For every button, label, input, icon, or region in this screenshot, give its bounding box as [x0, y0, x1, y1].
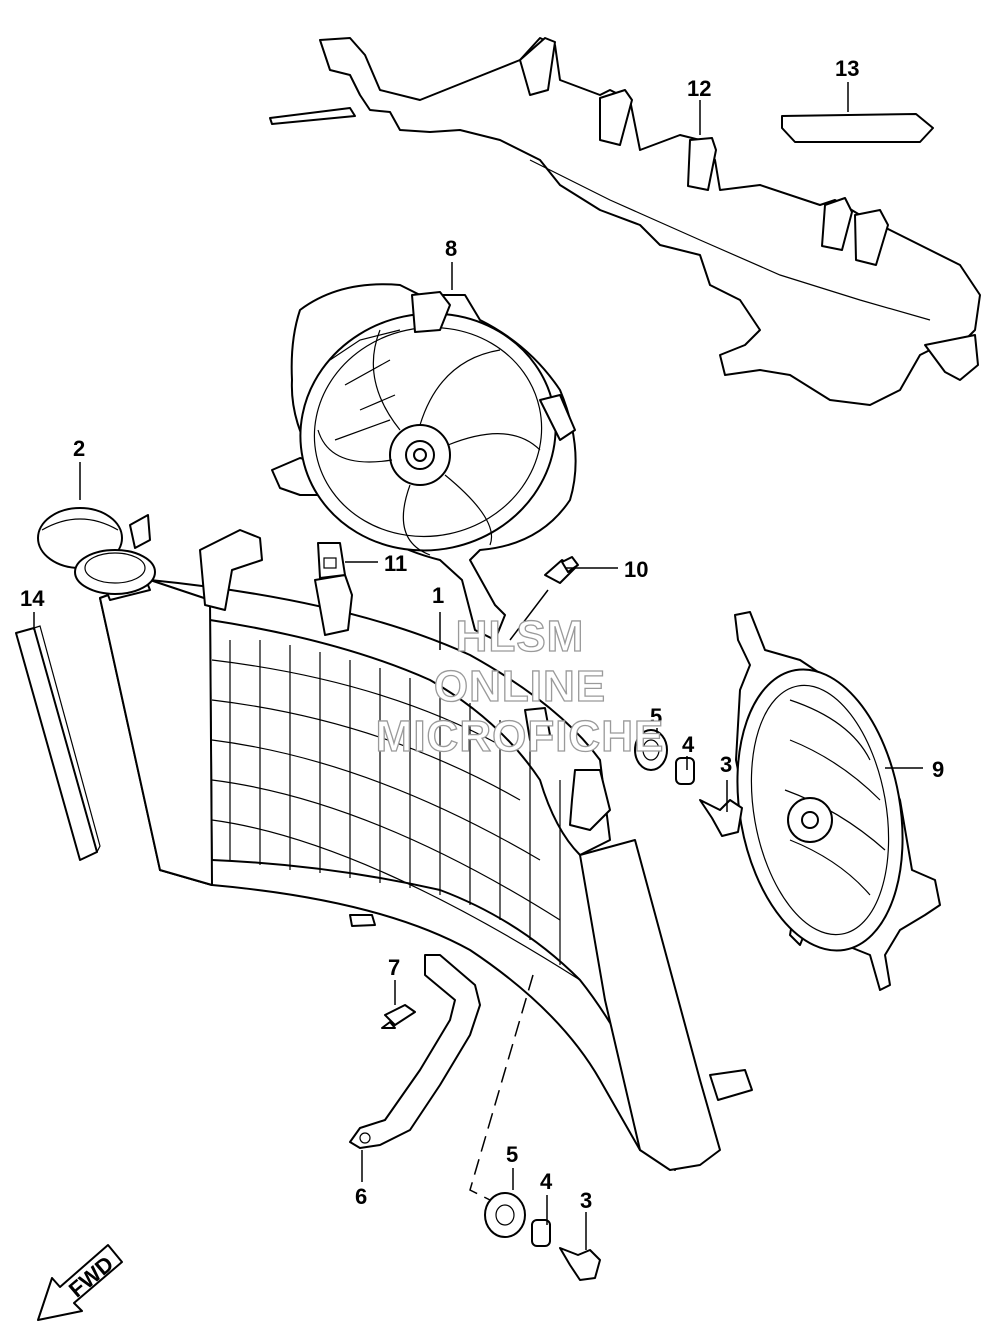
part-5-grommet-lower — [484, 1192, 526, 1238]
part-4-collar-upper — [675, 757, 695, 785]
part-5-grommet-upper — [634, 729, 668, 771]
fwd-arrow: FWD — [37, 1244, 123, 1321]
label-part-8: 8 — [445, 236, 457, 261]
label-part-12: 12 — [687, 76, 711, 101]
part-6-bracket — [349, 954, 481, 1149]
leader-lines — [33, 82, 923, 1250]
label-part-10: 10 — [624, 557, 648, 582]
watermark-line-1: HLSM — [455, 611, 585, 661]
part-13-pad — [781, 113, 934, 143]
label-part-5-upper: 5 — [650, 704, 662, 729]
callout-labels: 1 2 3 3 4 4 5 5 6 7 8 9 10 11 12 13 14 — [20, 56, 944, 1213]
part-10-bolt — [544, 556, 579, 584]
part-14-strip — [15, 625, 101, 861]
part-3-bolt-upper — [699, 799, 743, 837]
part-1-radiator — [99, 529, 753, 1171]
label-part-2: 2 — [73, 436, 85, 461]
part-7-bolt — [381, 1004, 416, 1029]
part-9-fan — [734, 611, 941, 991]
part-2-cap — [37, 507, 156, 595]
label-part-7: 7 — [388, 955, 400, 980]
label-part-13: 13 — [835, 56, 859, 81]
label-part-14: 14 — [20, 586, 45, 611]
part-4-collar-lower — [531, 1219, 551, 1247]
part-3-bolt-lower — [559, 1247, 601, 1281]
label-part-5-lower: 5 — [506, 1142, 518, 1167]
part-12-shroud — [269, 37, 981, 406]
label-part-3-lower: 3 — [580, 1188, 592, 1213]
label-part-11: 11 — [384, 551, 407, 576]
label-part-3-upper: 3 — [720, 752, 732, 777]
part-11-clip — [317, 542, 346, 579]
watermark-line-3: MICROFICHE — [375, 711, 665, 761]
label-part-4-lower: 4 — [540, 1169, 553, 1194]
watermark-line-2: ONLINE — [433, 661, 607, 711]
label-part-4-upper: 4 — [682, 732, 695, 757]
part-8-fan — [271, 283, 577, 641]
label-part-9: 9 — [932, 757, 944, 782]
label-part-1: 1 — [432, 583, 444, 608]
label-part-6: 6 — [355, 1184, 367, 1209]
